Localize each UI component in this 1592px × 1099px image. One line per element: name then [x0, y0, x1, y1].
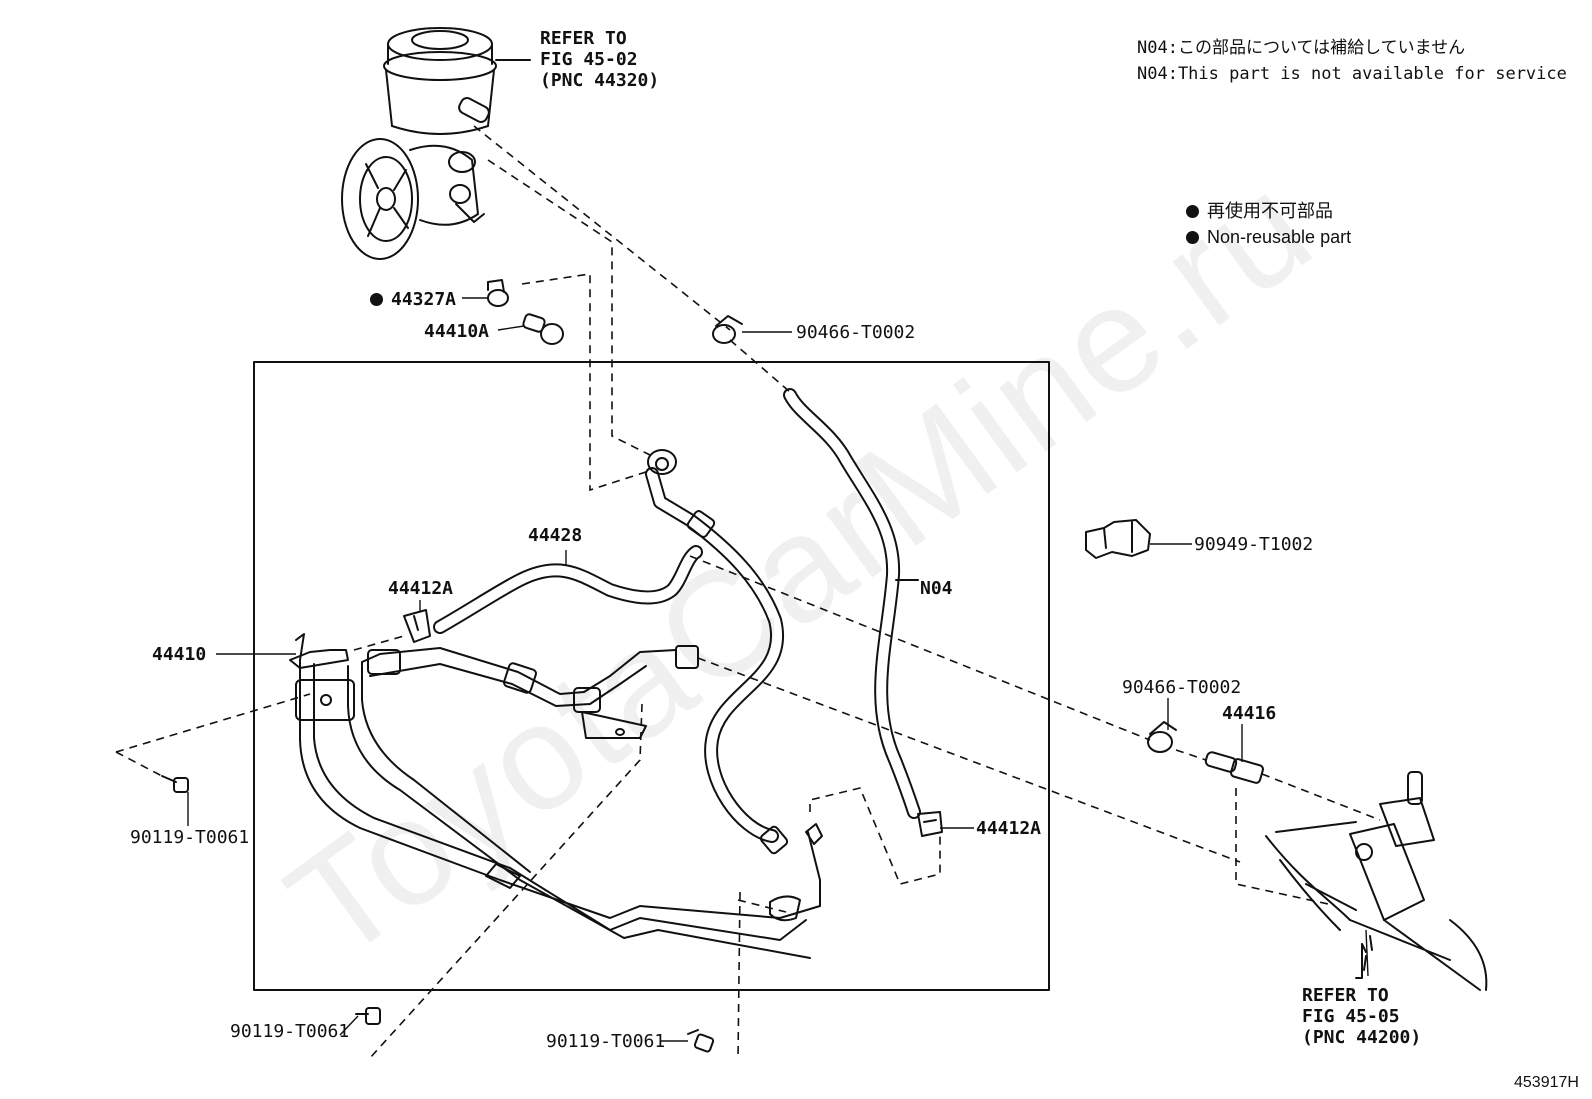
- part-44327A-label: 44327A: [391, 289, 457, 310]
- guide-line-clamp-bottom: [809, 787, 941, 885]
- rack-ref-label: REFER TO FIG 45-05 (PNC 44200): [1302, 985, 1422, 1048]
- bolt-90119-bottom-mid: [687, 1029, 715, 1053]
- guide-line-bolt-bottom-left: [369, 703, 643, 1059]
- tube-assembly: [289, 633, 823, 959]
- part-44327A[interactable]: 44327A: [370, 289, 456, 310]
- part-90466-top-label[interactable]: 90466-T0002: [796, 322, 916, 343]
- non-reusable-dot-icon: [370, 293, 383, 306]
- part-90119-bottom-mid-label[interactable]: 90119-T0061: [546, 1031, 666, 1052]
- guide-line-clamp-top: [353, 635, 405, 651]
- legend-en: Non-reusable part: [1186, 224, 1351, 250]
- fitting-44416: [1204, 751, 1264, 784]
- n04-note-jp: N04:この部品については補給していません: [1137, 38, 1466, 58]
- part-44412A-top-label[interactable]: 44412A: [388, 578, 454, 599]
- n04-note-en: N04:This part is not available for servi…: [1137, 64, 1567, 84]
- hose-44428-outer: [433, 545, 703, 634]
- pressure-hose-44410: [645, 449, 789, 855]
- part-90119-left-label[interactable]: 90119-T0061: [130, 827, 250, 848]
- guide-line-bolt-bottom-mid: [737, 891, 741, 1059]
- part-90949-label[interactable]: 90949-T1002: [1194, 534, 1314, 555]
- pump-ref-label: REFER TO FIG 45-02 (PNC 44320): [540, 28, 660, 91]
- part-44416-label[interactable]: 44416: [1222, 703, 1277, 724]
- return-hose-n04-inner: [785, 390, 919, 817]
- guide-line-bolt-left-lower: [115, 751, 163, 777]
- union-bolt-44410A: [522, 313, 564, 345]
- guide-line-fitting-to-rack: [1261, 773, 1381, 821]
- gasket-44327A: [487, 279, 509, 307]
- part-44412A-bottom-label[interactable]: 44412A: [976, 818, 1042, 839]
- assembly-frame: [253, 361, 1050, 991]
- legend-jp-text: 再使用不可部品: [1207, 201, 1333, 221]
- legend-jp: 再使用不可部品: [1186, 198, 1333, 224]
- power-steering-pump: [341, 27, 531, 260]
- bolt-90119-bottom-left: [355, 1007, 381, 1025]
- guide-line-rack-lower: [1235, 788, 1329, 905]
- guide-line-tube-to-rack: [697, 657, 1241, 863]
- part-44410-label[interactable]: 44410: [152, 644, 207, 665]
- guide-line-pump-to-clip: [473, 125, 731, 331]
- guide-line-bolt-left-upper: [115, 693, 311, 753]
- guide-line-clip-to-fitting: [1175, 749, 1207, 761]
- part-90466-right-label[interactable]: 90466-T0002: [1122, 677, 1242, 698]
- part-44428-label[interactable]: 44428: [528, 525, 583, 546]
- figure-id: 453917H: [1514, 1074, 1579, 1091]
- guide-line-bolt-mid-to-tube: [737, 899, 787, 913]
- part-n04-label[interactable]: N04: [920, 578, 953, 599]
- leader-rack-ref: [1365, 929, 1369, 977]
- clamp-44412A-top: [403, 609, 431, 643]
- clamp-44412A-bottom: [917, 811, 943, 837]
- steering-rack: [1265, 771, 1488, 991]
- hose-44428-inner: [435, 547, 701, 632]
- bolt-90119-left: [161, 775, 189, 793]
- part-44410A-label[interactable]: 44410A: [424, 321, 490, 342]
- tube-bracket-mid: [581, 711, 647, 739]
- guide-line-hose-to-clip: [689, 555, 1151, 741]
- non-reusable-dot-icon: [1186, 231, 1199, 244]
- clamp-90949: [1085, 519, 1151, 559]
- guide-line-clip-to-hose: [729, 339, 791, 393]
- part-90119-bottom-left-label[interactable]: 90119-T0061: [230, 1021, 350, 1042]
- guide-line-bolt-to-pressure: [521, 273, 653, 492]
- leader-44410A: [497, 325, 525, 331]
- guide-line-pump-to-pressure: [487, 159, 653, 457]
- clip-90466-right: [1147, 721, 1177, 753]
- non-reusable-dot-icon: [1186, 205, 1199, 218]
- leader-90119-bottom-left: [339, 1015, 359, 1036]
- legend-en-text: Non-reusable part: [1207, 227, 1352, 247]
